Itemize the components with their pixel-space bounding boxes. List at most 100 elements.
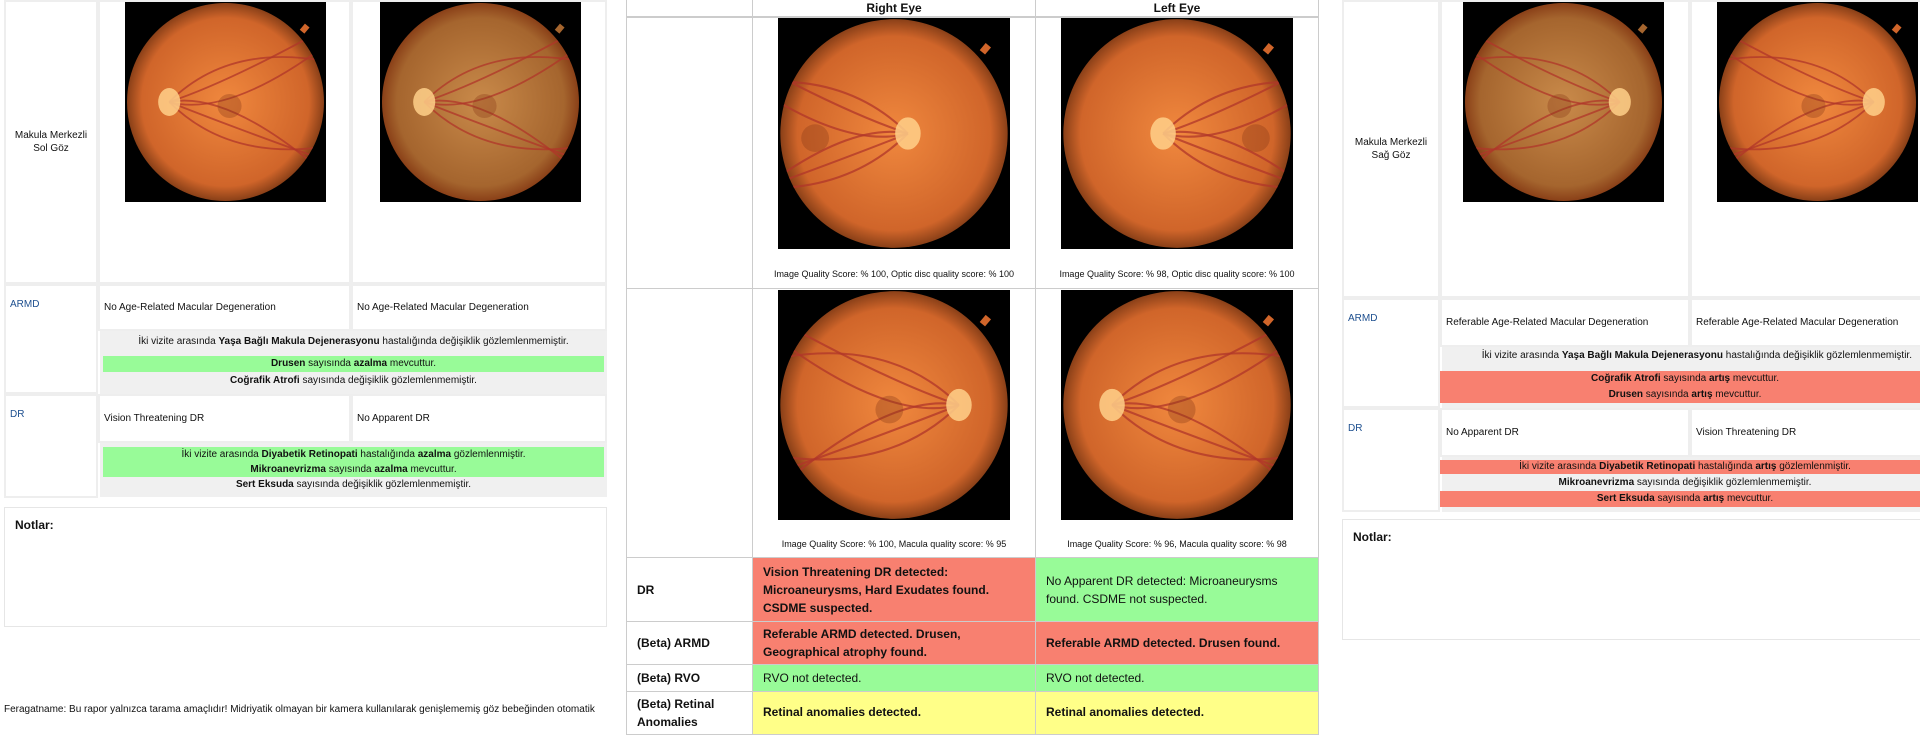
macula <box>1547 94 1572 118</box>
notes-box[interactable]: Notlar: <box>4 507 607 627</box>
fundus-image[interactable] <box>125 2 326 202</box>
armd-label: ARMD <box>1348 313 1378 324</box>
result-label-retinal-anomalies: (Beta) Retinal Anomalies <box>626 691 753 735</box>
image-quality-caption: Image Quality Score: % 96, Macula qualit… <box>1067 539 1287 549</box>
vessel <box>780 80 909 135</box>
armd-prev-cell: No Age-Related Macular Degeneration <box>98 284 351 331</box>
result-rvo-left: RVO not detected. <box>1035 664 1319 692</box>
vessel <box>423 56 579 103</box>
dr-note: İki vizite arasında Diyabetik Retinopati… <box>1440 460 1920 474</box>
armd-note: Drusen sayısında artış mevcuttur. <box>1440 387 1920 403</box>
armd-label-cell: ARMD <box>1342 298 1440 408</box>
dr-prev-cell: Vision Threatening DR <box>98 394 351 443</box>
result-rvo-right: RVO not detected. <box>752 664 1036 692</box>
result-anomalies-right: Retinal anomalies detected. <box>752 691 1036 735</box>
row-label-line: Sol Göz <box>33 143 69 154</box>
note-text: İki vizite arasında <box>138 336 219 347</box>
result-armd-left: Referable ARMD detected. Drusen found. <box>1035 621 1319 665</box>
emphasis-text: Mikroanevrizma <box>250 464 326 475</box>
emphasis-text: Mikroanevrizma <box>1558 477 1635 488</box>
fundus-graphic <box>1063 19 1291 248</box>
retina <box>127 3 324 201</box>
optic-disc <box>158 88 181 116</box>
note-text: sayısında değişiklik gözlemlenmemiştir. <box>1634 477 1812 488</box>
image-quality-caption: Image Quality Score: % 100, Macula quali… <box>781 539 1007 549</box>
dr-prev-cell: No Apparent DR <box>1440 408 1690 457</box>
dr-note: Sert Eksuda sayısında artış mevcuttur. <box>1440 491 1920 507</box>
vessel <box>780 132 909 204</box>
fundus-image-right-macula[interactable] <box>778 290 1010 520</box>
result-dr-left: No Apparent DR detected: Microaneurysms … <box>1035 557 1319 622</box>
emphasis-text: Drusen <box>1608 389 1644 400</box>
retina <box>780 291 1008 519</box>
dr-label: DR <box>10 409 25 420</box>
macula <box>472 94 497 118</box>
notes-label: Notlar: <box>15 518 54 532</box>
right-comparison-panel: Makula Merkezli Sağ Göz ARMD Referable A… <box>1340 0 1920 720</box>
fundus-notch <box>299 23 310 34</box>
note-text: sayısında değişiklik gözlemlenmemiştir. <box>299 375 477 386</box>
fundus-notch <box>1262 314 1275 327</box>
note-text: sayısında <box>1643 389 1692 400</box>
vessel <box>780 404 960 475</box>
image-cell-prev <box>1440 0 1690 298</box>
image-cell-curr <box>351 0 607 284</box>
fundus-image[interactable] <box>1463 2 1664 202</box>
fundus-image-right-optic[interactable] <box>778 18 1010 249</box>
fundus-image[interactable] <box>380 2 581 202</box>
armd-prev-value: Referable Age-Related Macular Degenerati… <box>1446 317 1649 328</box>
vessel <box>780 404 960 461</box>
fundus-notch <box>979 314 992 327</box>
macula <box>801 124 830 152</box>
note-text: gözlemlenmiştir. <box>451 449 526 460</box>
fundus-notch <box>1262 43 1275 55</box>
armd-note: Drusen sayısında azalma mevcuttur. <box>103 356 604 372</box>
header-right-eye: Right Eye <box>752 0 1036 17</box>
emphasis-text: Sert Eksuda <box>235 479 294 490</box>
vessel <box>1162 63 1291 138</box>
macula <box>1241 124 1270 152</box>
macula <box>1167 395 1196 424</box>
vessel <box>1111 352 1291 406</box>
fundus-image-left-macula[interactable] <box>1061 290 1293 520</box>
note-text: hastalığında <box>1695 461 1756 472</box>
note-text: gözlemlenmiştir. <box>1776 461 1851 472</box>
optic-disc <box>895 117 921 150</box>
optic-disc <box>413 88 436 116</box>
emphasis-text: artış <box>1691 389 1713 400</box>
dr-prev-value: No Apparent DR <box>1446 427 1519 438</box>
vessel <box>1465 101 1621 163</box>
optic-row-label <box>626 17 753 289</box>
notes-box[interactable]: Notlar: <box>1342 519 1920 640</box>
dr-note: Sert Eksuda sayısında değişiklik gözleml… <box>100 477 607 493</box>
retina <box>1063 19 1291 248</box>
image-quality-caption: Image Quality Score: % 98, Optic disc qu… <box>1059 269 1295 279</box>
screening-report-panel: Right Eye Left Eye Image Quality Score: … <box>626 0 1320 735</box>
dr-label: DR <box>1348 423 1363 434</box>
dr-curr-cell: Vision Threatening DR <box>1690 408 1920 457</box>
fundus-graphic <box>382 3 579 201</box>
notes-label: Notlar: <box>1353 530 1392 544</box>
note-text: hastalığında değişiklik gözlemlenmemişti… <box>379 336 569 347</box>
optic-disc <box>946 388 972 422</box>
armd-curr-cell: Referable Age-Related Macular Degenerati… <box>1690 298 1920 347</box>
fundus-graphic <box>1063 291 1291 519</box>
armd-note: Coğrafik Atrofi sayısında artış mevcuttu… <box>1440 371 1920 387</box>
dr-note: Mikroanevrizma sayısında azalma mevcuttu… <box>103 462 604 477</box>
vessel <box>1719 101 1875 163</box>
note-text: İki vizite arasında <box>1519 461 1600 472</box>
vessel <box>780 352 960 406</box>
fundus-notch <box>1891 23 1902 34</box>
header-empty <box>626 0 753 17</box>
fundus-image-left-optic[interactable] <box>1061 18 1293 249</box>
emphasis-text: artış <box>1708 373 1731 384</box>
vessel <box>1162 80 1291 135</box>
vessel <box>1719 101 1875 151</box>
retina <box>1465 3 1662 201</box>
dr-note: Mikroanevrizma sayısında değişiklik gözl… <box>1440 475 1920 491</box>
row-label-line: Makula Merkezli <box>1354 137 1428 148</box>
fundus-image[interactable] <box>1717 2 1918 202</box>
vessel <box>1162 132 1291 204</box>
fundus-graphic <box>780 19 1008 248</box>
vessel <box>1162 132 1291 190</box>
